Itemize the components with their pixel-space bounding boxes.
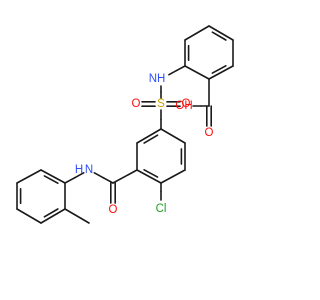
methyl-bond bbox=[64, 208, 90, 224]
amide-h-label: H bbox=[75, 164, 83, 176]
ring-a-bond bbox=[184, 25, 210, 41]
aromatic-inner-bond bbox=[143, 134, 159, 144]
sulfonamide-nh-label: NH bbox=[149, 73, 166, 85]
ring-nh-bond bbox=[168, 69, 178, 76]
amide-cn-bond bbox=[102, 177, 114, 184]
ring-t-bond bbox=[16, 169, 42, 184]
ring-nh-bond bbox=[176, 65, 186, 72]
aromatic-inner-bond bbox=[211, 64, 227, 74]
ring-b-bond bbox=[136, 128, 162, 144]
bond-layer bbox=[16, 25, 234, 224]
carboxyl-oh-label: OH bbox=[175, 100, 192, 112]
ring-t-bond bbox=[16, 208, 42, 224]
chlorine-label: Cl bbox=[156, 203, 167, 215]
ring-a-bond bbox=[208, 25, 234, 41]
ring-a-bond bbox=[208, 65, 234, 80]
aromatic-inner-bond bbox=[43, 208, 59, 218]
ring-b-bond bbox=[136, 169, 162, 184]
ring-t-bond bbox=[40, 208, 66, 224]
amide-cn-bond bbox=[93, 172, 105, 179]
ring-t-bond bbox=[40, 169, 66, 184]
aromatic-inner-bond bbox=[143, 168, 159, 178]
ring-amide-bond bbox=[112, 169, 138, 184]
sulfur-label: S bbox=[157, 98, 165, 110]
amide-n-ring-bond bbox=[64, 177, 76, 184]
aromatic-inner-bond bbox=[211, 31, 227, 41]
aromatic-inner-bond bbox=[43, 175, 59, 185]
ring-b-bond bbox=[160, 128, 186, 144]
carboxyl-o-label: O bbox=[205, 127, 214, 139]
ring-b-bond bbox=[160, 169, 186, 184]
amide-o-label: O bbox=[109, 204, 118, 216]
sulfonyl-o-right-label: O bbox=[182, 98, 191, 110]
amide-n-label: N bbox=[85, 164, 93, 176]
sulfonyl-o-left-label: O bbox=[132, 98, 141, 110]
amide-n-ring-bond bbox=[73, 172, 85, 179]
ring-a-bond bbox=[184, 65, 210, 80]
